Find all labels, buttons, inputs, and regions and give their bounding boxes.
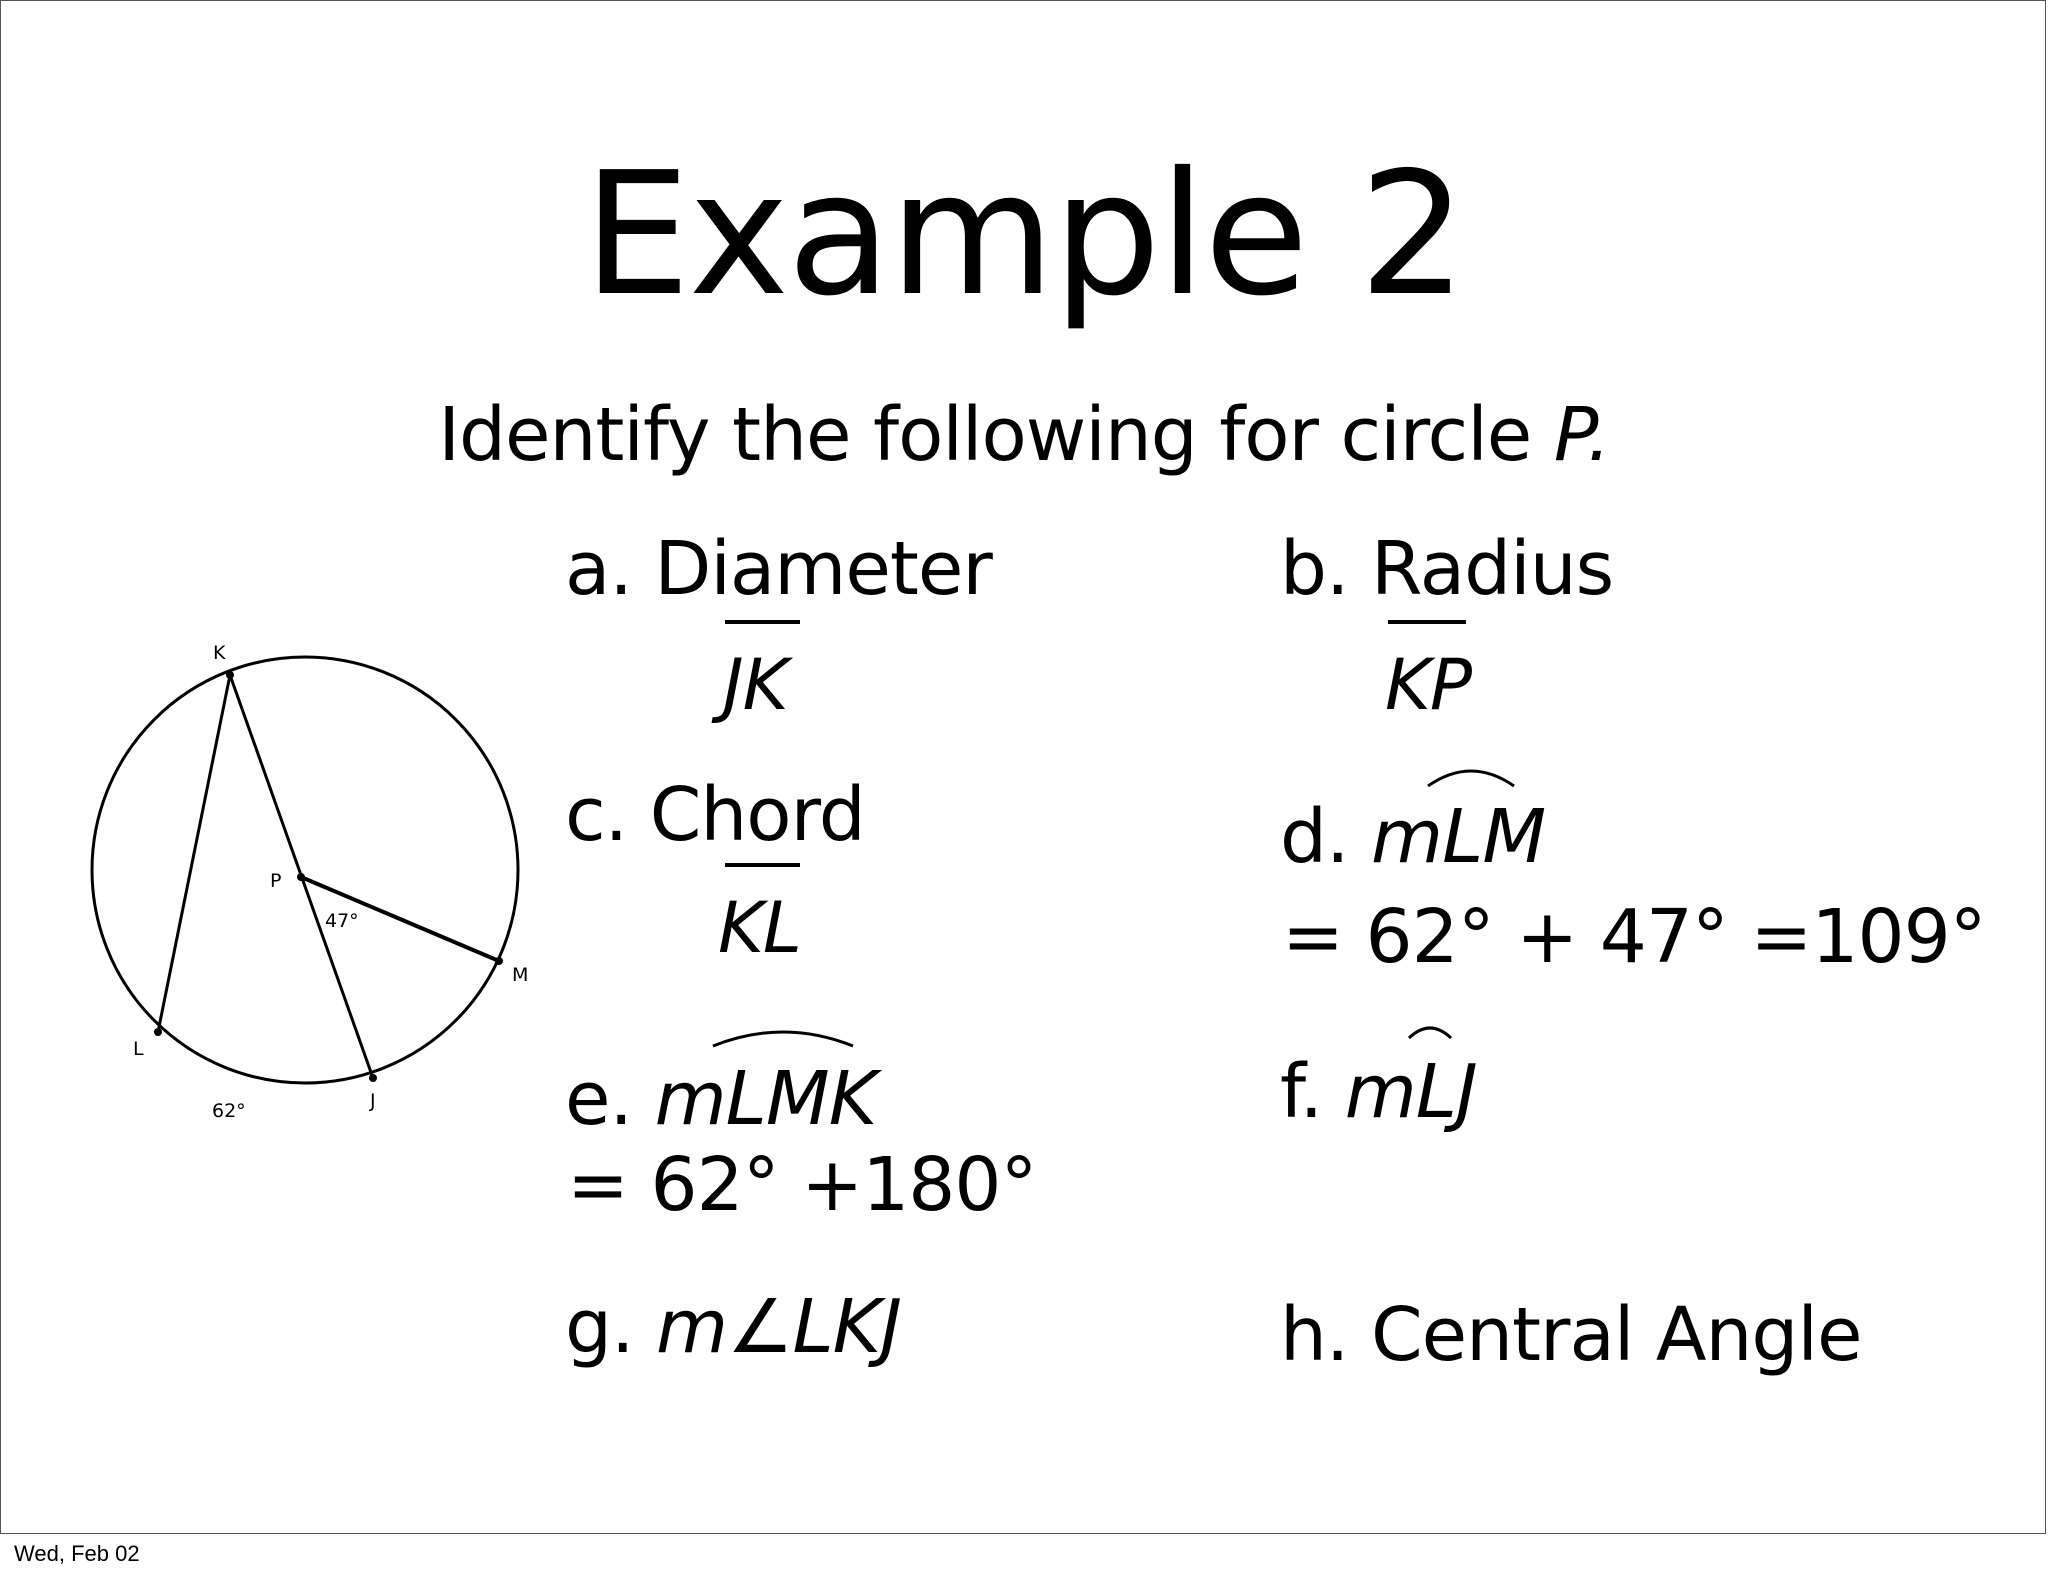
item-e-expr: mLMK — [654, 1056, 878, 1142]
item-a-answer: JK — [723, 644, 789, 726]
slide-title: Example 2 — [583, 136, 1467, 334]
point-l — [154, 1028, 162, 1036]
chord-kl — [156, 674, 232, 1033]
subtitle-text: Identify the following for circle — [438, 392, 1554, 478]
item-d-prefix: d. — [1280, 794, 1372, 880]
label-j: J — [369, 1090, 376, 1112]
radius-pm — [300, 875, 500, 963]
angle-label-47: 47° — [325, 910, 359, 932]
item-f-expr: mLJ — [1344, 1049, 1478, 1135]
item-e-prefix: e. — [565, 1056, 655, 1142]
overline-jk — [725, 620, 800, 624]
item-g-expr: m∠LKJ — [656, 1284, 902, 1370]
point-p — [297, 873, 305, 881]
arc-mark-lm — [1427, 769, 1515, 788]
item-g-prefix: g. — [565, 1284, 657, 1370]
overline-kp — [1388, 620, 1466, 624]
point-j — [369, 1074, 377, 1082]
label-p: P — [270, 870, 281, 892]
arc-mark-lj — [1407, 1026, 1453, 1040]
arc-label-62: 62° — [212, 1100, 246, 1122]
slide — [0, 0, 2046, 1534]
footer-bar — [0, 1536, 2048, 1576]
overline-kl — [725, 863, 800, 867]
item-f: f. mLJ — [1280, 1055, 1478, 1129]
slide-subtitle: Identify the following for circle P. — [0, 398, 2048, 472]
item-d-answer: = 62° + 47° =109° — [1282, 894, 1987, 980]
footer-date: Wed, Feb 02 — [14, 1541, 140, 1566]
subtitle-circle-var: P. — [1553, 392, 1611, 478]
circle-p — [90, 655, 520, 1085]
item-a-label: a. Diameter — [565, 526, 993, 612]
item-f-prefix: f. — [1280, 1049, 1345, 1135]
label-l: L — [133, 1038, 144, 1060]
item-b-label: b. Radius — [1280, 526, 1614, 612]
label-k: K — [213, 642, 226, 664]
item-e: e. mLMK — [565, 1062, 877, 1136]
circle-figure: K P M L J 47° 62° — [90, 642, 528, 1122]
point-m — [495, 957, 503, 965]
item-e-answer: = 62° +180° — [567, 1142, 1037, 1228]
label-m: M — [512, 964, 528, 986]
item-c-answer: KL — [718, 887, 802, 969]
point-k — [226, 671, 234, 679]
item-c-label: c. Chord — [565, 772, 866, 858]
item-d-expr: mLM — [1371, 794, 1546, 880]
item-h-label: h. Central Angle — [1280, 1292, 1862, 1378]
item-g: g. m∠LKJ — [565, 1290, 902, 1364]
item-b-answer: KP — [1385, 644, 1472, 726]
item-d: d. mLM — [1280, 800, 1546, 874]
arc-mark-lmk — [712, 1030, 854, 1048]
